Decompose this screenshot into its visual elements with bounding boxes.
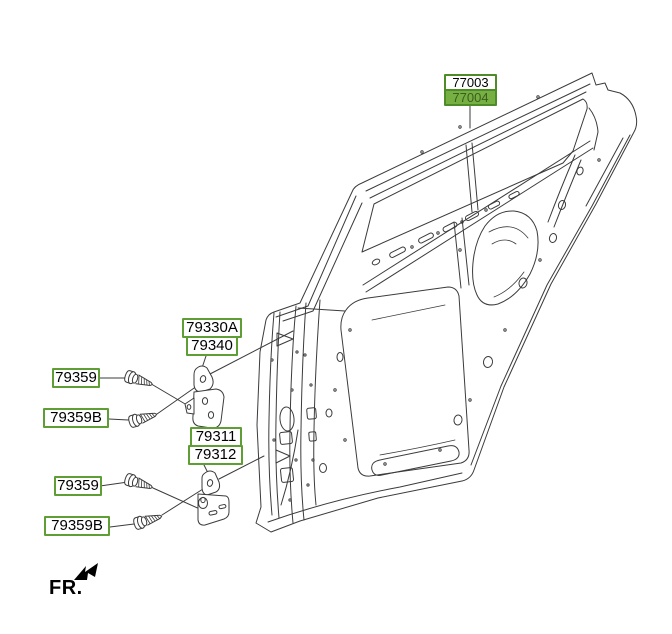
part-label-door-panel[interactable]: 77003 77004 <box>444 74 497 106</box>
part-label-bolt-upper-b[interactable]: 79359B <box>43 408 109 428</box>
door-panel-drawing <box>256 73 637 532</box>
lower-hinge-drawing <box>198 471 229 525</box>
bolt-drawing-lower-b <box>132 509 164 531</box>
part-label-bolt-upper-a[interactable]: 79359 <box>52 368 100 388</box>
part-label-lower-hinge-b[interactable]: 79312 <box>188 445 243 465</box>
part-label-upper-hinge-b[interactable]: 79340 <box>186 336 238 356</box>
part-label-upper-hinge-a[interactable]: 79330A <box>182 318 242 338</box>
fr-direction-label: FR. <box>49 577 83 599</box>
leader-lines <box>98 105 470 527</box>
part-label-bolt-lower-a[interactable]: 79359 <box>54 476 102 496</box>
part-label-bolt-lower-b[interactable]: 79359B <box>44 516 110 536</box>
fr-direction-arrow-icon <box>74 563 98 580</box>
part-code-77004: 77004 <box>446 91 495 104</box>
part-code-77003: 77003 <box>446 76 495 91</box>
bolt-drawing-lower-a <box>122 472 155 494</box>
bolt-drawing-upper-b <box>127 407 159 429</box>
upper-hinge-drawing <box>185 366 224 428</box>
part-label-lower-hinge-a[interactable]: 79311 <box>190 427 242 447</box>
bolt-drawing-upper-a <box>122 369 155 391</box>
